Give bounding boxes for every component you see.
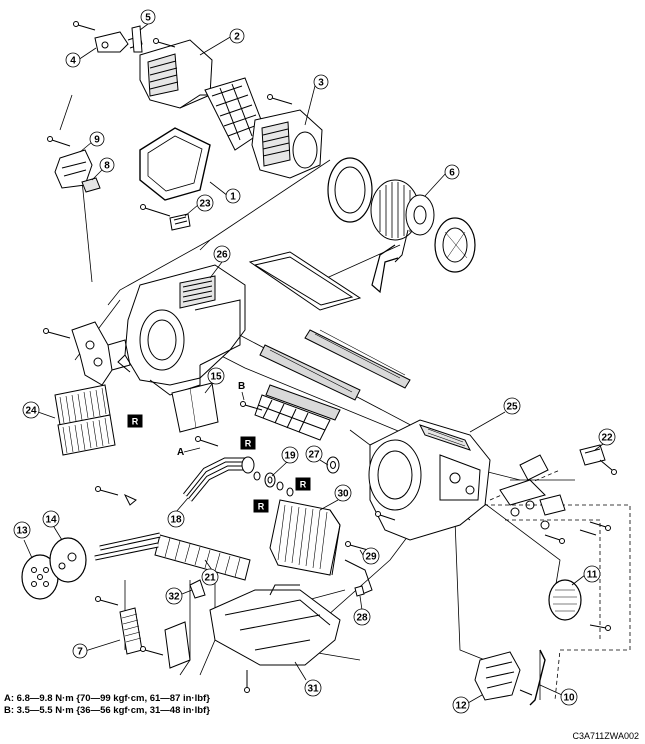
link-pieces-right	[499, 454, 566, 530]
callout-25: 25	[506, 402, 518, 413]
intake-case-part-3	[251, 109, 323, 179]
blend-door-strip-c	[265, 384, 341, 421]
callout-30: 30	[337, 489, 349, 500]
screws	[43, 21, 617, 696]
callout-28: 28	[356, 613, 368, 624]
pipe-part-18	[183, 456, 255, 502]
rod-part-10	[529, 649, 546, 706]
callout-18: 18	[170, 515, 182, 526]
torque-marker-a: A	[177, 447, 184, 458]
blower-motor-part-6	[370, 179, 435, 294]
actuator-part-12	[474, 651, 521, 701]
air-filters-part-24	[54, 384, 116, 456]
torque-spec-a: A: 6.8—9.8 N·m {70—99 kgf·cm, 61—87 in·l…	[4, 693, 210, 704]
resistor-part-7	[119, 607, 191, 669]
filter-tray	[248, 251, 362, 311]
callout-10: 10	[563, 693, 575, 704]
torque-spec-b: B: 3.5—5.5 N·m {36—56 kgf·cm, 31—48 in·l…	[4, 705, 210, 716]
callout-27: 27	[308, 450, 320, 461]
bracket-left-arms	[71, 321, 131, 386]
callout-12: 12	[455, 701, 467, 712]
callout-23: 23	[199, 199, 211, 210]
callout-31: 31	[307, 684, 319, 695]
callout-1: 1	[230, 192, 236, 203]
callout-13: 13	[16, 526, 28, 537]
callout-2: 2	[234, 32, 240, 43]
callout-29: 29	[365, 552, 377, 563]
seal-tag-16: R	[240, 436, 256, 450]
connector-part-8	[81, 177, 101, 193]
callout-3: 3	[318, 78, 324, 89]
callout-24: 24	[25, 406, 37, 417]
actuator-part-11	[548, 579, 582, 621]
callouts: 1 2 3 4 5 6 7 8 9 10 11 12 13	[13, 9, 616, 714]
seal-tag-label: R	[300, 480, 307, 490]
clip-part-32	[189, 579, 206, 599]
seal-tag-label: R	[258, 502, 265, 512]
seal-tag-20: R	[295, 477, 311, 491]
torque-marker-b: B	[238, 381, 245, 392]
grommet-part-27	[326, 456, 340, 474]
callout-8: 8	[104, 161, 110, 172]
callout-6: 6	[449, 168, 455, 179]
marker-b-leader	[241, 391, 245, 401]
callout-11: 11	[587, 570, 598, 581]
lever-part-5	[131, 25, 143, 53]
callout-14: 14	[45, 515, 57, 526]
filter-frame-part-1	[139, 127, 211, 201]
blower-housing-ring	[327, 157, 373, 223]
motor-cover-plate	[434, 217, 476, 273]
callout-26: 26	[216, 250, 228, 261]
callout-4: 4	[70, 56, 76, 67]
grommet-part-14	[49, 537, 87, 583]
connector-part-22	[579, 444, 606, 466]
callout-7: 7	[77, 647, 83, 658]
callout-15: 15	[210, 372, 222, 383]
callout-19: 19	[284, 451, 296, 462]
case-right-part-25	[368, 419, 491, 541]
case-left-part-26	[117, 264, 246, 396]
callout-32: 32	[168, 592, 180, 603]
document-code: C3A711ZWA002	[572, 731, 639, 741]
blend-door-strip-b	[259, 344, 361, 401]
heater-core-part-21	[94, 532, 251, 581]
orings-part-16-17-19-20	[253, 471, 294, 497]
evaporator-part-30	[269, 499, 341, 576]
seal-tag-label: R	[132, 417, 139, 427]
seal-tag-15: R	[127, 414, 143, 428]
seal-tag-label: R	[245, 439, 252, 449]
intake-case-part-2	[139, 39, 213, 109]
marker-a-leader	[183, 447, 201, 453]
seal-tag-17: R	[253, 499, 269, 513]
seal-part-15	[171, 382, 219, 433]
callout-22: 22	[601, 433, 613, 444]
plate-part-13	[21, 554, 59, 600]
callout-21: 21	[204, 573, 216, 584]
clip-part-23	[169, 213, 191, 231]
callout-5: 5	[145, 13, 151, 24]
blend-door-strip-a	[304, 329, 411, 389]
lower-case-part-31	[209, 584, 341, 666]
callout-9: 9	[94, 135, 100, 146]
sensor-part-28	[344, 559, 373, 597]
